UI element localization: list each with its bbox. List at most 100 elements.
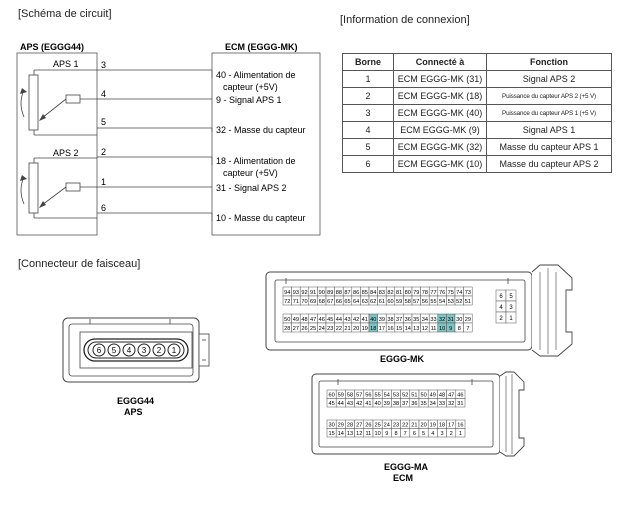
ma-pin-label: 3 <box>440 431 443 437</box>
ma-pin-label: 4 <box>431 431 434 437</box>
ma-pin-37: 37 <box>400 398 411 408</box>
mk-pin-label: 74 <box>456 290 462 296</box>
mk-pin-7: 7 <box>463 322 473 333</box>
mk-pin-label: 89 <box>327 290 333 296</box>
aps1-label: APS 1 <box>53 59 79 69</box>
mk-pin-label: 83 <box>379 290 385 296</box>
eggg44-pin-label: 6 <box>97 346 102 355</box>
ma-pin-52: 52 <box>400 389 411 399</box>
ma-pin-20: 20 <box>418 419 429 429</box>
mk-pin-label: 84 <box>370 290 376 296</box>
mk-pin-label: 17 <box>379 326 385 332</box>
connection-info-title: [Information de connexion] <box>340 14 470 26</box>
wire-2: 2 18 - Alimentation de capteur (+5V) <box>97 147 296 178</box>
ma-pin-label: 36 <box>411 401 417 407</box>
mk-pin-label: 62 <box>370 299 376 305</box>
mk-pin-label: 13 <box>413 326 419 332</box>
mk-pin-label: 60 <box>387 299 393 305</box>
ma-pin-label: 14 <box>338 431 344 437</box>
ecm-pin-18-label: 18 - Alimentation de <box>216 156 296 166</box>
ma-pin-53: 53 <box>391 389 401 399</box>
ma-pin-label: 15 <box>328 431 334 437</box>
ma-pin-51: 51 <box>409 389 420 399</box>
mk-pin-label: 26 <box>301 326 307 332</box>
mk-pin-label: 29 <box>465 317 471 323</box>
ma-pin-27: 27 <box>354 419 365 429</box>
harness-connector-title: [Connecteur de faisceau] <box>18 258 141 270</box>
mk-pin-label: 37 <box>396 317 402 323</box>
ma-pin-label: 45 <box>328 401 334 407</box>
ma-pin-33: 33 <box>437 398 447 408</box>
ma-pin-label: 48 <box>439 393 445 399</box>
ma-pin-56: 56 <box>363 389 374 399</box>
ecm-pin-9-label: 9 - Signal APS 1 <box>216 95 282 105</box>
ma-pin-32: 32 <box>446 398 457 408</box>
ma-pin-label: 9 <box>385 431 388 437</box>
mk-pin-label: 10 <box>439 326 445 332</box>
ma-pin-21: 21 <box>409 419 420 429</box>
ma-pin-23: 23 <box>391 419 401 429</box>
ma-pin-19: 19 <box>427 419 438 429</box>
mk-pin-label: 48 <box>301 317 307 323</box>
ma-pin-55: 55 <box>372 389 383 399</box>
eggg44-pin-3: 3 <box>137 343 151 357</box>
aps-box <box>16 52 98 236</box>
ma-pin-57: 57 <box>354 389 365 399</box>
eggg44-pin-6: 6 <box>92 343 106 357</box>
connection-info-table: Borne Connecté à Fonction 1 ECM EGGG-MK … <box>342 53 612 173</box>
ma-pin-label: 20 <box>420 423 426 429</box>
ma-pin-label: 28 <box>347 423 353 429</box>
aps-pin-5: 5 <box>101 117 106 127</box>
ma-pin-label: 25 <box>374 423 380 429</box>
eggg-ma-name: EGGG-MA <box>384 462 428 472</box>
ma-pin-label: 59 <box>338 393 344 399</box>
ma-pin-label: 11 <box>365 431 371 437</box>
table-row: 5 ECM EGGG-MK (32) Masse du capteur APS … <box>342 138 612 156</box>
ma-pin-54: 54 <box>381 389 392 399</box>
mk-pin-label: 68 <box>319 299 325 305</box>
eggg-ma-sub: ECM <box>393 473 413 483</box>
mk-pin-label: 57 <box>413 299 419 305</box>
mk-pin-label: 6 <box>499 294 503 300</box>
mk-pin-label: 36 <box>405 317 411 323</box>
ma-pin-59: 59 <box>335 389 346 399</box>
ma-pin-label: 49 <box>430 393 436 399</box>
eggg44-pin-label: 1 <box>172 346 177 355</box>
ma-pin-label: 41 <box>365 401 371 407</box>
ma-pin-9: 9 <box>381 428 392 438</box>
mk-pin-label: 93 <box>293 290 299 296</box>
mk-pin-label: 49 <box>293 317 299 323</box>
ma-pin-3: 3 <box>437 428 447 438</box>
mk-pin-label: 15 <box>396 326 402 332</box>
ma-pin-label: 16 <box>457 423 463 429</box>
mk-pin-label: 77 <box>430 290 436 296</box>
mk-pin-label: 27 <box>293 326 299 332</box>
mk-pin-label: 31 <box>448 317 454 323</box>
ma-pin-label: 8 <box>394 431 397 437</box>
ma-pin-49: 49 <box>427 389 438 399</box>
mk-pin-label: 87 <box>344 290 350 296</box>
ma-pin-25: 25 <box>372 419 383 429</box>
mk-pin-label: 71 <box>293 299 299 305</box>
ma-pin-label: 51 <box>411 393 417 399</box>
ma-pin-label: 10 <box>374 431 380 437</box>
ma-pin-label: 58 <box>347 393 353 399</box>
ecm-pin-10-label: 10 - Masse du capteur <box>216 213 306 223</box>
mk-pin-label: 67 <box>327 299 333 305</box>
ma-pin-label: 1 <box>459 431 462 437</box>
ma-pin-label: 26 <box>365 423 371 429</box>
eggg44-sub: APS <box>124 407 143 417</box>
ecm-pin-40-label: 40 - Alimentation de <box>216 70 296 80</box>
ma-pin-5: 5 <box>418 428 429 438</box>
ma-pin-label: 30 <box>328 423 334 429</box>
mk-pin-label: 32 <box>439 317 445 323</box>
ma-pin-label: 37 <box>402 401 408 407</box>
mk-pin-label: 35 <box>413 317 419 323</box>
ma-pin-label: 18 <box>439 423 445 429</box>
ma-pin-label: 46 <box>457 393 463 399</box>
ma-pin-50: 50 <box>418 389 429 399</box>
table-cell: Masse du capteur APS 2 <box>486 155 612 173</box>
aps-pin-4: 4 <box>101 89 106 99</box>
